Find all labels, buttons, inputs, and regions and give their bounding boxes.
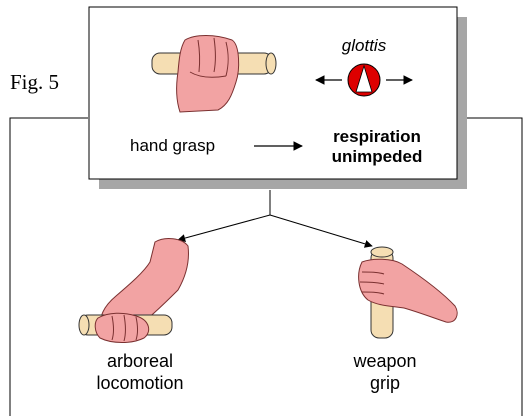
figure-label: Fig. 5 xyxy=(10,70,59,95)
respiration-result-label: respiration unimpeded xyxy=(312,127,442,167)
branch-arrows xyxy=(178,190,372,246)
weapon-grip-label: weapon grip xyxy=(320,350,450,394)
arboreal-hand-icon xyxy=(79,239,189,343)
glottis-label: glottis xyxy=(334,36,394,56)
result-line-2: unimpeded xyxy=(312,147,442,167)
arboreal-locomotion-label: arboreal locomotion xyxy=(75,350,205,394)
weapon-hand-icon xyxy=(359,247,458,338)
outcome-2-line-1: weapon xyxy=(320,350,450,372)
outcome-1-line-2: locomotion xyxy=(75,372,205,394)
result-line-1: respiration xyxy=(312,127,442,147)
outcome-2-line-2: grip xyxy=(320,372,450,394)
outcome-1-line-1: arboreal xyxy=(75,350,205,372)
hand-grasp-label: hand grasp xyxy=(130,136,215,156)
